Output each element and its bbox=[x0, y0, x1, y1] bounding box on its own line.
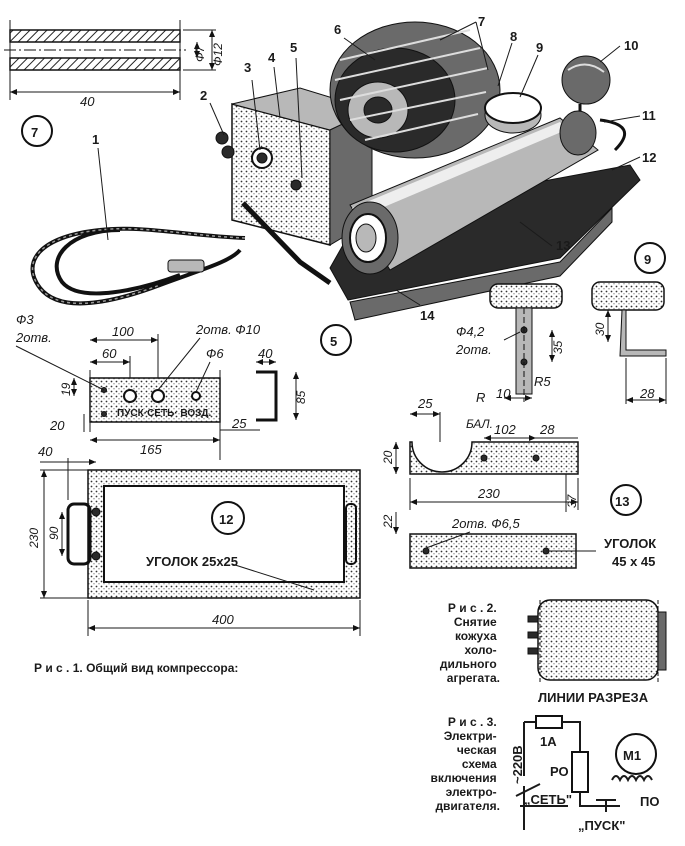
mains-switch-symbol bbox=[515, 783, 541, 797]
panel-labels: ПУСК·СЕТЬ· ВОЗД. bbox=[117, 408, 211, 419]
panel-drawing: ПУСК·СЕТЬ· ВОЗД. 100 60 165 19 20 Ф3 2от… bbox=[15, 312, 352, 460]
callout-1: 1 bbox=[92, 132, 99, 147]
strap-r-label: R bbox=[476, 390, 485, 405]
strap-dim-20: 20 bbox=[381, 450, 395, 465]
frame-badge: 12 bbox=[219, 512, 233, 527]
strap-badge: 13 bbox=[615, 494, 629, 509]
cable-plug bbox=[167, 259, 205, 273]
strap-dim-37: 37 bbox=[565, 493, 579, 508]
bracket-drawing: Ф4,2 2отв. 35 R5 10 30 28 9 bbox=[455, 242, 667, 404]
tube-badge: 7 bbox=[31, 125, 38, 140]
callout-4: 4 bbox=[268, 50, 276, 65]
strap-dim-25: 25 bbox=[417, 396, 433, 411]
panel-dim-100: 100 bbox=[112, 324, 134, 339]
panel-phi3: Ф3 bbox=[16, 312, 34, 327]
bracket-dim-10: 10 bbox=[496, 386, 511, 401]
callout-9: 9 bbox=[536, 40, 543, 55]
strap-holes-label: 2отв. Ф6,5 bbox=[451, 516, 520, 531]
strap-dim-28: 28 bbox=[539, 422, 555, 437]
cut-line-label: ЛИНИИ РАЗРЕЗА bbox=[538, 690, 649, 705]
callout-11: 11 bbox=[642, 108, 656, 123]
tube-drawing: 40 Ф7 Ф12 7 bbox=[4, 20, 225, 147]
frame-angle-label: УГОЛОК 25х25 bbox=[146, 554, 238, 569]
voltage-label: ~220В bbox=[510, 745, 525, 784]
receiver-ball bbox=[561, 55, 611, 105]
callout-8: 8 bbox=[510, 29, 517, 44]
fuse-label: 1А bbox=[540, 734, 557, 749]
fig2-cooling-unit: ЛИНИИ РАЗРЕЗА Р и с . 2. Снятие кожуха х… bbox=[440, 599, 667, 705]
strap-angle-label: УГОЛОК bbox=[604, 536, 656, 551]
bracket-dim-28: 28 bbox=[639, 386, 655, 401]
strap-dim-102: 102 bbox=[494, 422, 516, 437]
panel-holes-phi10: 2отв. Ф10 bbox=[195, 322, 261, 337]
panel-phi6: Ф6 bbox=[206, 346, 224, 361]
callout-3: 3 bbox=[244, 60, 251, 75]
tube-length-dim: 40 bbox=[80, 94, 95, 109]
switch-net-label: „СЕТЬ" bbox=[524, 792, 572, 807]
strap-dim-22: 22 bbox=[381, 514, 395, 529]
panel-dim-165: 165 bbox=[140, 442, 162, 457]
bracket-holes-2: 2отв. bbox=[455, 342, 492, 357]
frame-drawing: 230 90 40 400 УГОЛОК 25х25 12 bbox=[27, 444, 361, 636]
callout-labels: 1 2 3 4 5 6 7 8 9 10 11 12 13 14 bbox=[92, 14, 656, 323]
fig2-caption: Р и с . 2. Снятие кожуха холо- дильного … bbox=[440, 601, 500, 685]
relay-label: РО bbox=[550, 764, 569, 779]
fig3-circuit: Р и с . 3. Электри- ческая схема включен… bbox=[430, 715, 659, 833]
motor-symbol bbox=[615, 733, 657, 775]
callout-10: 10 bbox=[624, 38, 638, 53]
bracket-r5: R5 bbox=[534, 374, 551, 389]
fuse-symbol bbox=[535, 715, 563, 729]
panel-dim-20: 20 bbox=[49, 418, 65, 433]
panel-dim-19: 19 bbox=[59, 382, 73, 396]
callout-7: 7 bbox=[478, 14, 485, 29]
bracket-dim-30: 30 bbox=[593, 322, 607, 336]
panel-dim-60: 60 bbox=[102, 346, 117, 361]
panel-dim-40: 40 bbox=[258, 346, 273, 361]
switch-start-label: „ПУСК" bbox=[578, 818, 625, 833]
frame-dim-230: 230 bbox=[27, 528, 41, 549]
motor-label: М1 bbox=[623, 748, 641, 763]
bracket-badge: 9 bbox=[644, 252, 651, 267]
panel-dim-25: 25 bbox=[231, 416, 247, 431]
fig3-caption: Р и с . 3. Электри- ческая схема включен… bbox=[430, 715, 500, 813]
panel-dim-85: 85 bbox=[294, 390, 308, 404]
strap-angle-size: 45 х 45 bbox=[612, 554, 655, 569]
callout-14: 14 bbox=[420, 308, 435, 323]
tube-outer-diameter: Ф12 bbox=[211, 43, 225, 66]
callout-2: 2 bbox=[200, 88, 207, 103]
callout-13: 13 bbox=[556, 238, 570, 253]
fig1-caption: Р и с . 1. Общий вид компрессора: bbox=[34, 661, 238, 675]
start-coil-label: ПО bbox=[640, 794, 659, 809]
strap-dim-230: 230 bbox=[477, 486, 500, 501]
frame-dim-400: 400 bbox=[212, 612, 234, 627]
callout-6: 6 bbox=[334, 22, 341, 37]
callout-12: 12 bbox=[642, 150, 656, 165]
compressor-illustration bbox=[30, 21, 641, 321]
strap-bal-label: БАЛ. bbox=[466, 417, 493, 431]
callout-5: 5 bbox=[290, 40, 297, 55]
strap-drawing: 25 R БАЛ. 102 28 20 230 37 22 2отв. Ф6,5… bbox=[381, 390, 656, 569]
frame-dim-90: 90 bbox=[47, 526, 61, 540]
frame-dim-40: 40 bbox=[38, 444, 53, 459]
panel-badge: 5 bbox=[330, 334, 337, 349]
tube-inner-diameter: Ф7 bbox=[193, 44, 207, 62]
relay-coil-symbol bbox=[571, 751, 589, 793]
panel-holes-2: 2отв. bbox=[15, 330, 52, 345]
bracket-dim-35: 35 bbox=[551, 340, 565, 354]
bracket-phi42: Ф4,2 bbox=[456, 324, 485, 339]
